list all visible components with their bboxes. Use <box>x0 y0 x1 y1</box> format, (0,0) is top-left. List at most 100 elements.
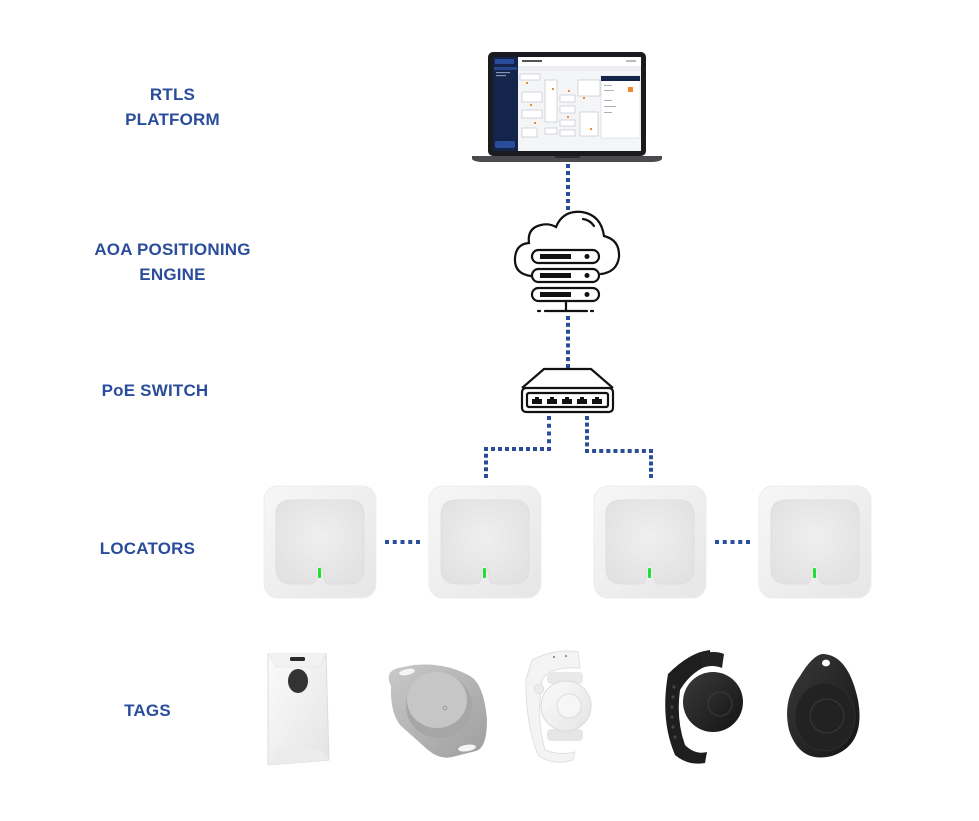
connection-dot <box>641 449 646 453</box>
connection-engine-switch <box>566 316 570 368</box>
connection-dot <box>746 540 750 544</box>
locator-3[interactable] <box>593 485 707 599</box>
network-switch-icon <box>520 367 615 414</box>
locator-4[interactable] <box>758 485 872 599</box>
connection-dot <box>400 540 405 544</box>
floorplan-markers <box>526 82 592 130</box>
connection-dot <box>484 460 488 465</box>
connection-dot <box>566 178 570 182</box>
connection-dot <box>547 423 551 428</box>
label-line: AOA POSITIONING <box>94 240 251 259</box>
connection-dot <box>627 449 632 453</box>
floorplan <box>519 73 601 138</box>
label-line: LOCATORS <box>99 539 196 558</box>
connection-lines <box>385 164 750 544</box>
connection-dot <box>566 343 570 348</box>
asset-tag[interactable] <box>388 664 487 758</box>
connection-dot <box>505 447 509 451</box>
connection-dot <box>620 449 625 453</box>
strap-holes <box>670 685 677 739</box>
switch-port <box>577 397 587 404</box>
label-line: PoE SWITCH <box>101 381 209 400</box>
connection-dot <box>498 447 502 451</box>
connection-dot <box>566 316 570 320</box>
connection-dot <box>566 329 570 334</box>
connection-switch-locator-2 <box>484 416 551 478</box>
connection-dot <box>512 447 516 451</box>
detail-panel-icon <box>628 87 633 92</box>
locator-face <box>440 499 530 585</box>
connection-dot <box>566 206 570 210</box>
connection-dot <box>566 185 570 189</box>
locator-led <box>648 568 651 578</box>
connection-dot <box>533 447 537 451</box>
connection-dot <box>547 431 551 436</box>
locator-led <box>318 568 321 578</box>
app-page-title <box>522 60 542 62</box>
connection-dot <box>585 449 589 453</box>
connection-dot <box>566 350 570 355</box>
connection-dot <box>566 164 570 168</box>
tags <box>267 650 860 766</box>
connection-dot <box>585 429 589 434</box>
app-sidebar <box>493 57 518 151</box>
app-header-action <box>626 60 636 62</box>
connection-dot <box>526 447 530 451</box>
connection-locator-1-locator-2 <box>385 540 420 544</box>
connection-dot <box>566 199 570 203</box>
locator-1[interactable] <box>263 485 377 599</box>
connection-dot <box>634 449 639 453</box>
connection-dot <box>599 449 604 453</box>
connection-dot <box>484 453 488 458</box>
label-line: ENGINE <box>139 265 206 284</box>
connection-locator-3-locator-4 <box>715 540 750 544</box>
wristband-tag[interactable] <box>525 650 592 763</box>
wristband-tag-black[interactable] <box>665 650 743 764</box>
sidebar-item <box>496 72 510 74</box>
sidebar-active-item <box>494 67 517 70</box>
connection-platform-engine <box>566 164 570 210</box>
cloud-server-icon <box>513 210 621 313</box>
connection-dot <box>606 449 611 453</box>
switch-port <box>547 397 557 404</box>
switch-port <box>532 397 542 404</box>
laptop-rtls-platform[interactable] <box>472 52 662 162</box>
server-indicators <box>540 254 590 297</box>
app-logo <box>495 59 514 64</box>
connection-dot <box>566 192 570 196</box>
connection-dot <box>484 467 488 472</box>
connection-dot <box>585 416 589 420</box>
locator-led <box>813 568 816 578</box>
label-line: PLATFORM <box>125 110 220 129</box>
laptop-notch <box>555 156 580 158</box>
connection-dot <box>738 540 743 544</box>
laptop-base <box>472 156 662 162</box>
connection-dot <box>547 416 551 420</box>
connection-dot <box>547 447 551 451</box>
sidebar-item <box>496 75 506 77</box>
connection-dot <box>547 439 551 444</box>
connection-dot <box>730 540 735 544</box>
connection-dot <box>385 540 389 544</box>
connection-dot <box>519 447 523 451</box>
connection-dot <box>649 467 653 472</box>
connection-dot <box>649 474 653 478</box>
badge-tag[interactable] <box>267 653 330 766</box>
switch-top <box>521 367 614 389</box>
cloud-outline <box>513 210 621 278</box>
connection-dot <box>585 435 589 440</box>
connection-dot <box>566 357 570 362</box>
locator-2[interactable] <box>428 485 542 599</box>
detail-panel-text <box>604 85 616 113</box>
app-header <box>518 57 641 66</box>
switch-port-panel <box>525 391 610 409</box>
connection-dot <box>566 322 570 327</box>
connection-dot <box>566 364 570 368</box>
connection-dot <box>408 540 413 544</box>
connection-dot <box>649 449 653 453</box>
connection-dot <box>585 442 589 447</box>
label-line: TAGS <box>124 701 171 720</box>
label-line: RTLS <box>149 85 196 104</box>
keyfob-tag[interactable] <box>787 654 860 758</box>
